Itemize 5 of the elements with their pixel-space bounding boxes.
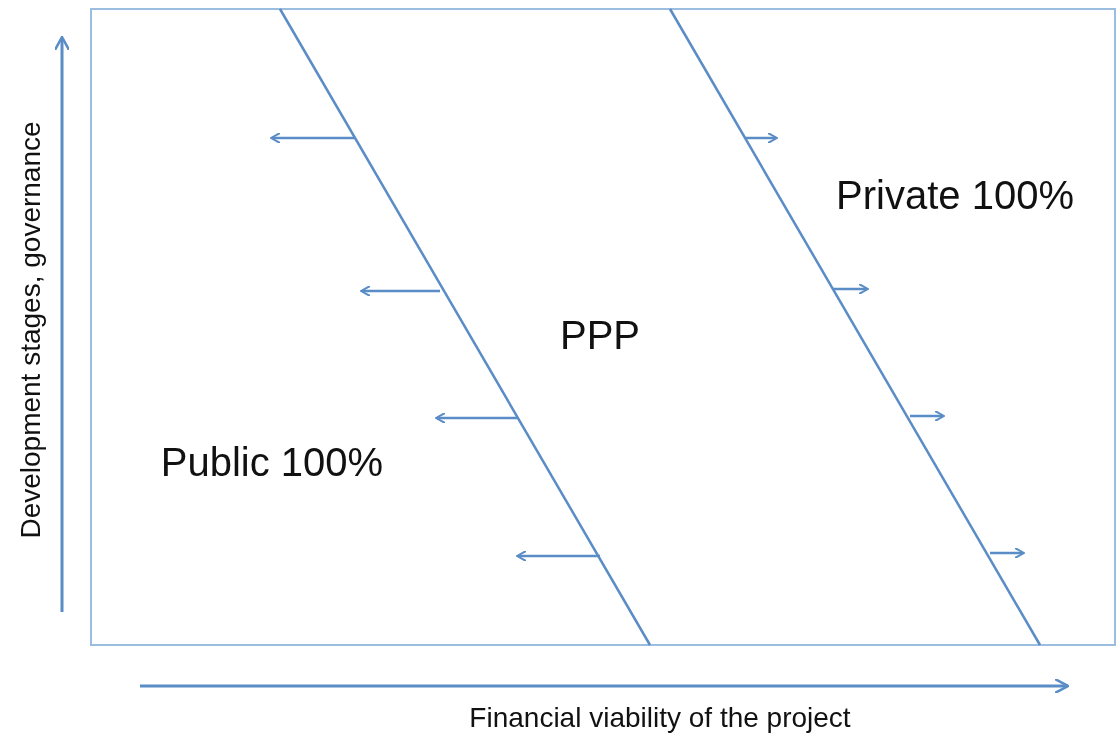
region-label: Private 100% [836, 172, 1074, 218]
region-label: Public 100% [160, 439, 384, 485]
axis-label: Financial viability of the project [469, 702, 851, 734]
axis-label: Development stages, governance [15, 121, 47, 539]
region-label: PPP [560, 312, 640, 358]
